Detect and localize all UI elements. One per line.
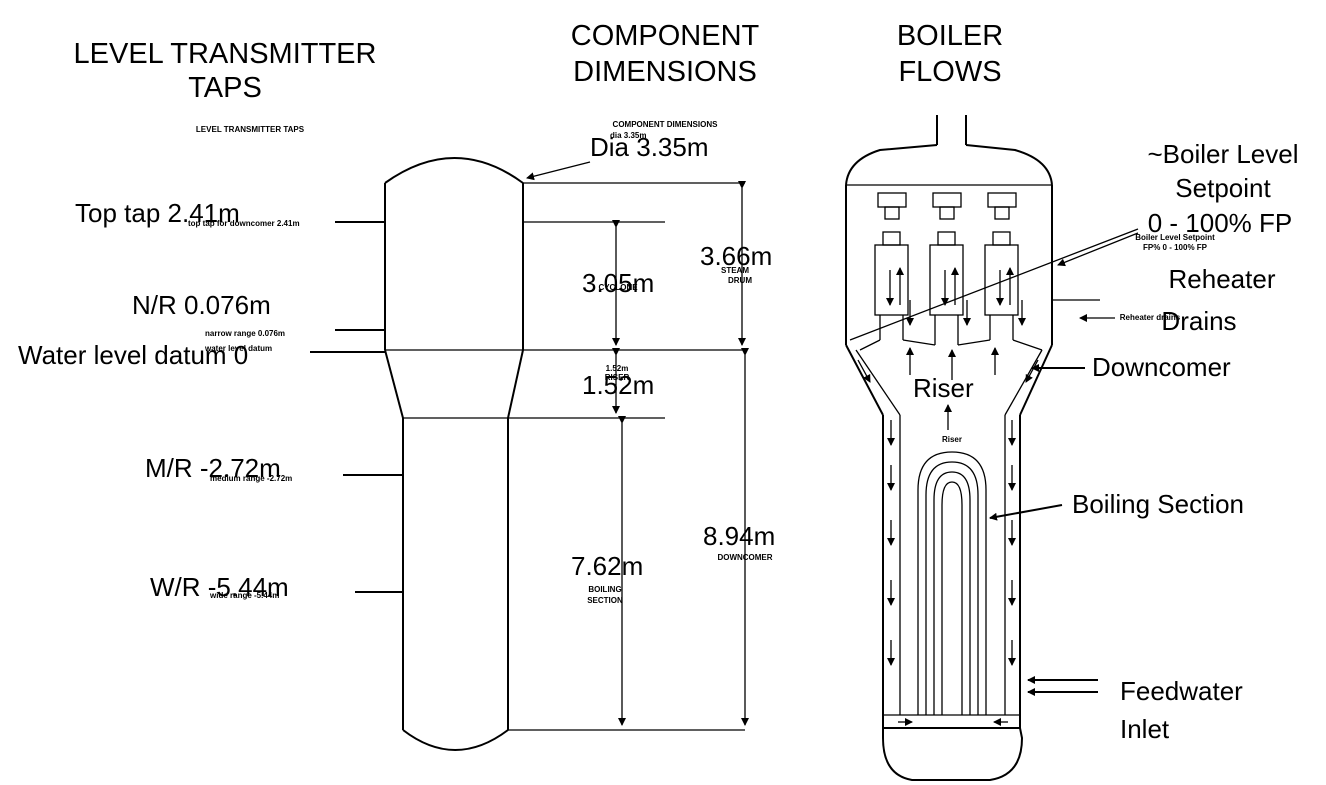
flow-arrows [857,267,1039,726]
steam-separators [859,192,1043,351]
reheater-label-2: Drains [1161,306,1236,336]
riser-small-1: 1.52m [606,364,629,373]
wr-tap-label: W/R -5.44m [150,572,289,602]
header-boiler-flows: BOILER FLOWS [897,20,1003,88]
small-header-dimensions: COMPONENT DIMENSIONS [613,120,719,129]
top-tap-small: top tap for downcomer 2.41m [188,219,300,228]
header-level-taps: LEVEL TRANSMITTER TAPS [74,38,377,104]
svg-text:LEVEL TRANSMITTER: LEVEL TRANSMITTER [74,38,377,70]
header-component-dimensions: COMPONENT DIMENSIONS [571,20,760,88]
riser-small: Riser [942,435,962,444]
drum-small-1: STEAM [721,266,749,275]
setpoint-line [849,228,1139,341]
setpoint-label-1: ~Boiler Level [1147,139,1298,169]
boiler-outline [384,157,524,751]
svg-text:TAPS: TAPS [188,72,262,104]
wr-tap-small: wide range -5.44m [209,591,279,600]
reheater-small: Reheater drains [1120,313,1181,322]
svg-text:DIMENSIONS: DIMENSIONS [573,56,757,88]
feedwater-label-1: Feedwater [1120,676,1243,706]
separator-height-label: 3.05m [582,268,654,298]
downcomer-height-label: 8.94m [703,521,775,551]
dimension-lines [508,181,749,731]
svg-text:COMPONENT: COMPONENT [571,20,760,52]
separator-small: CYCLONE [598,283,638,292]
setpoint-leader [1057,232,1139,267]
reheater-label-1: Reheater [1169,264,1276,294]
svg-text:FLOWS: FLOWS [898,56,1001,88]
setpoint-label-3: 0 - 100% FP [1148,208,1293,238]
dia-small: dia 3.35m [610,131,646,140]
mr-tap-small: medium range -2.72m [210,474,292,483]
mr-tap-label: M/R -2.72m [145,453,281,483]
datum-small: water level datum [204,344,272,353]
boiling-height-label: 7.62m [571,551,643,581]
feedwater-label-2: Inlet [1120,714,1170,744]
riser-height-label: 1.52m [582,370,654,400]
riser-small-2: RISER [605,373,630,382]
drum-small-2: DRUM [728,276,752,285]
setpoint-label-2: Setpoint [1175,173,1271,203]
datum-label: Water level datum 0 [18,340,248,370]
downcomer-label: Downcomer [1092,352,1231,382]
top-tap-label: Top tap 2.41m [75,198,240,228]
drum-height-label: 3.66m [700,241,772,271]
boiling-small-2: SECTION [587,596,623,605]
boiling-section-label: Boiling Section [1072,489,1244,519]
small-header-taps: LEVEL TRANSMITTER TAPS [196,125,305,134]
dia-leader [526,161,591,181]
riser-label: Riser [913,373,974,403]
downcomer-small: DOWNCOMER [717,553,772,562]
boiling-leader [989,504,1063,521]
boiling-small-1: BOILING [588,585,621,594]
nr-tap-label: N/R 0.076m [132,290,271,320]
setpoint-small-2: FP% 0 - 100% FP [1143,243,1208,252]
u-tube-bundle [917,451,987,715]
nr-tap-small: narrow range 0.076m [205,329,285,338]
svg-text:BOILER: BOILER [897,20,1003,52]
dia-label: Dia 3.35m [590,132,709,162]
setpoint-small-1: Boiler Level Setpoint [1135,233,1215,242]
